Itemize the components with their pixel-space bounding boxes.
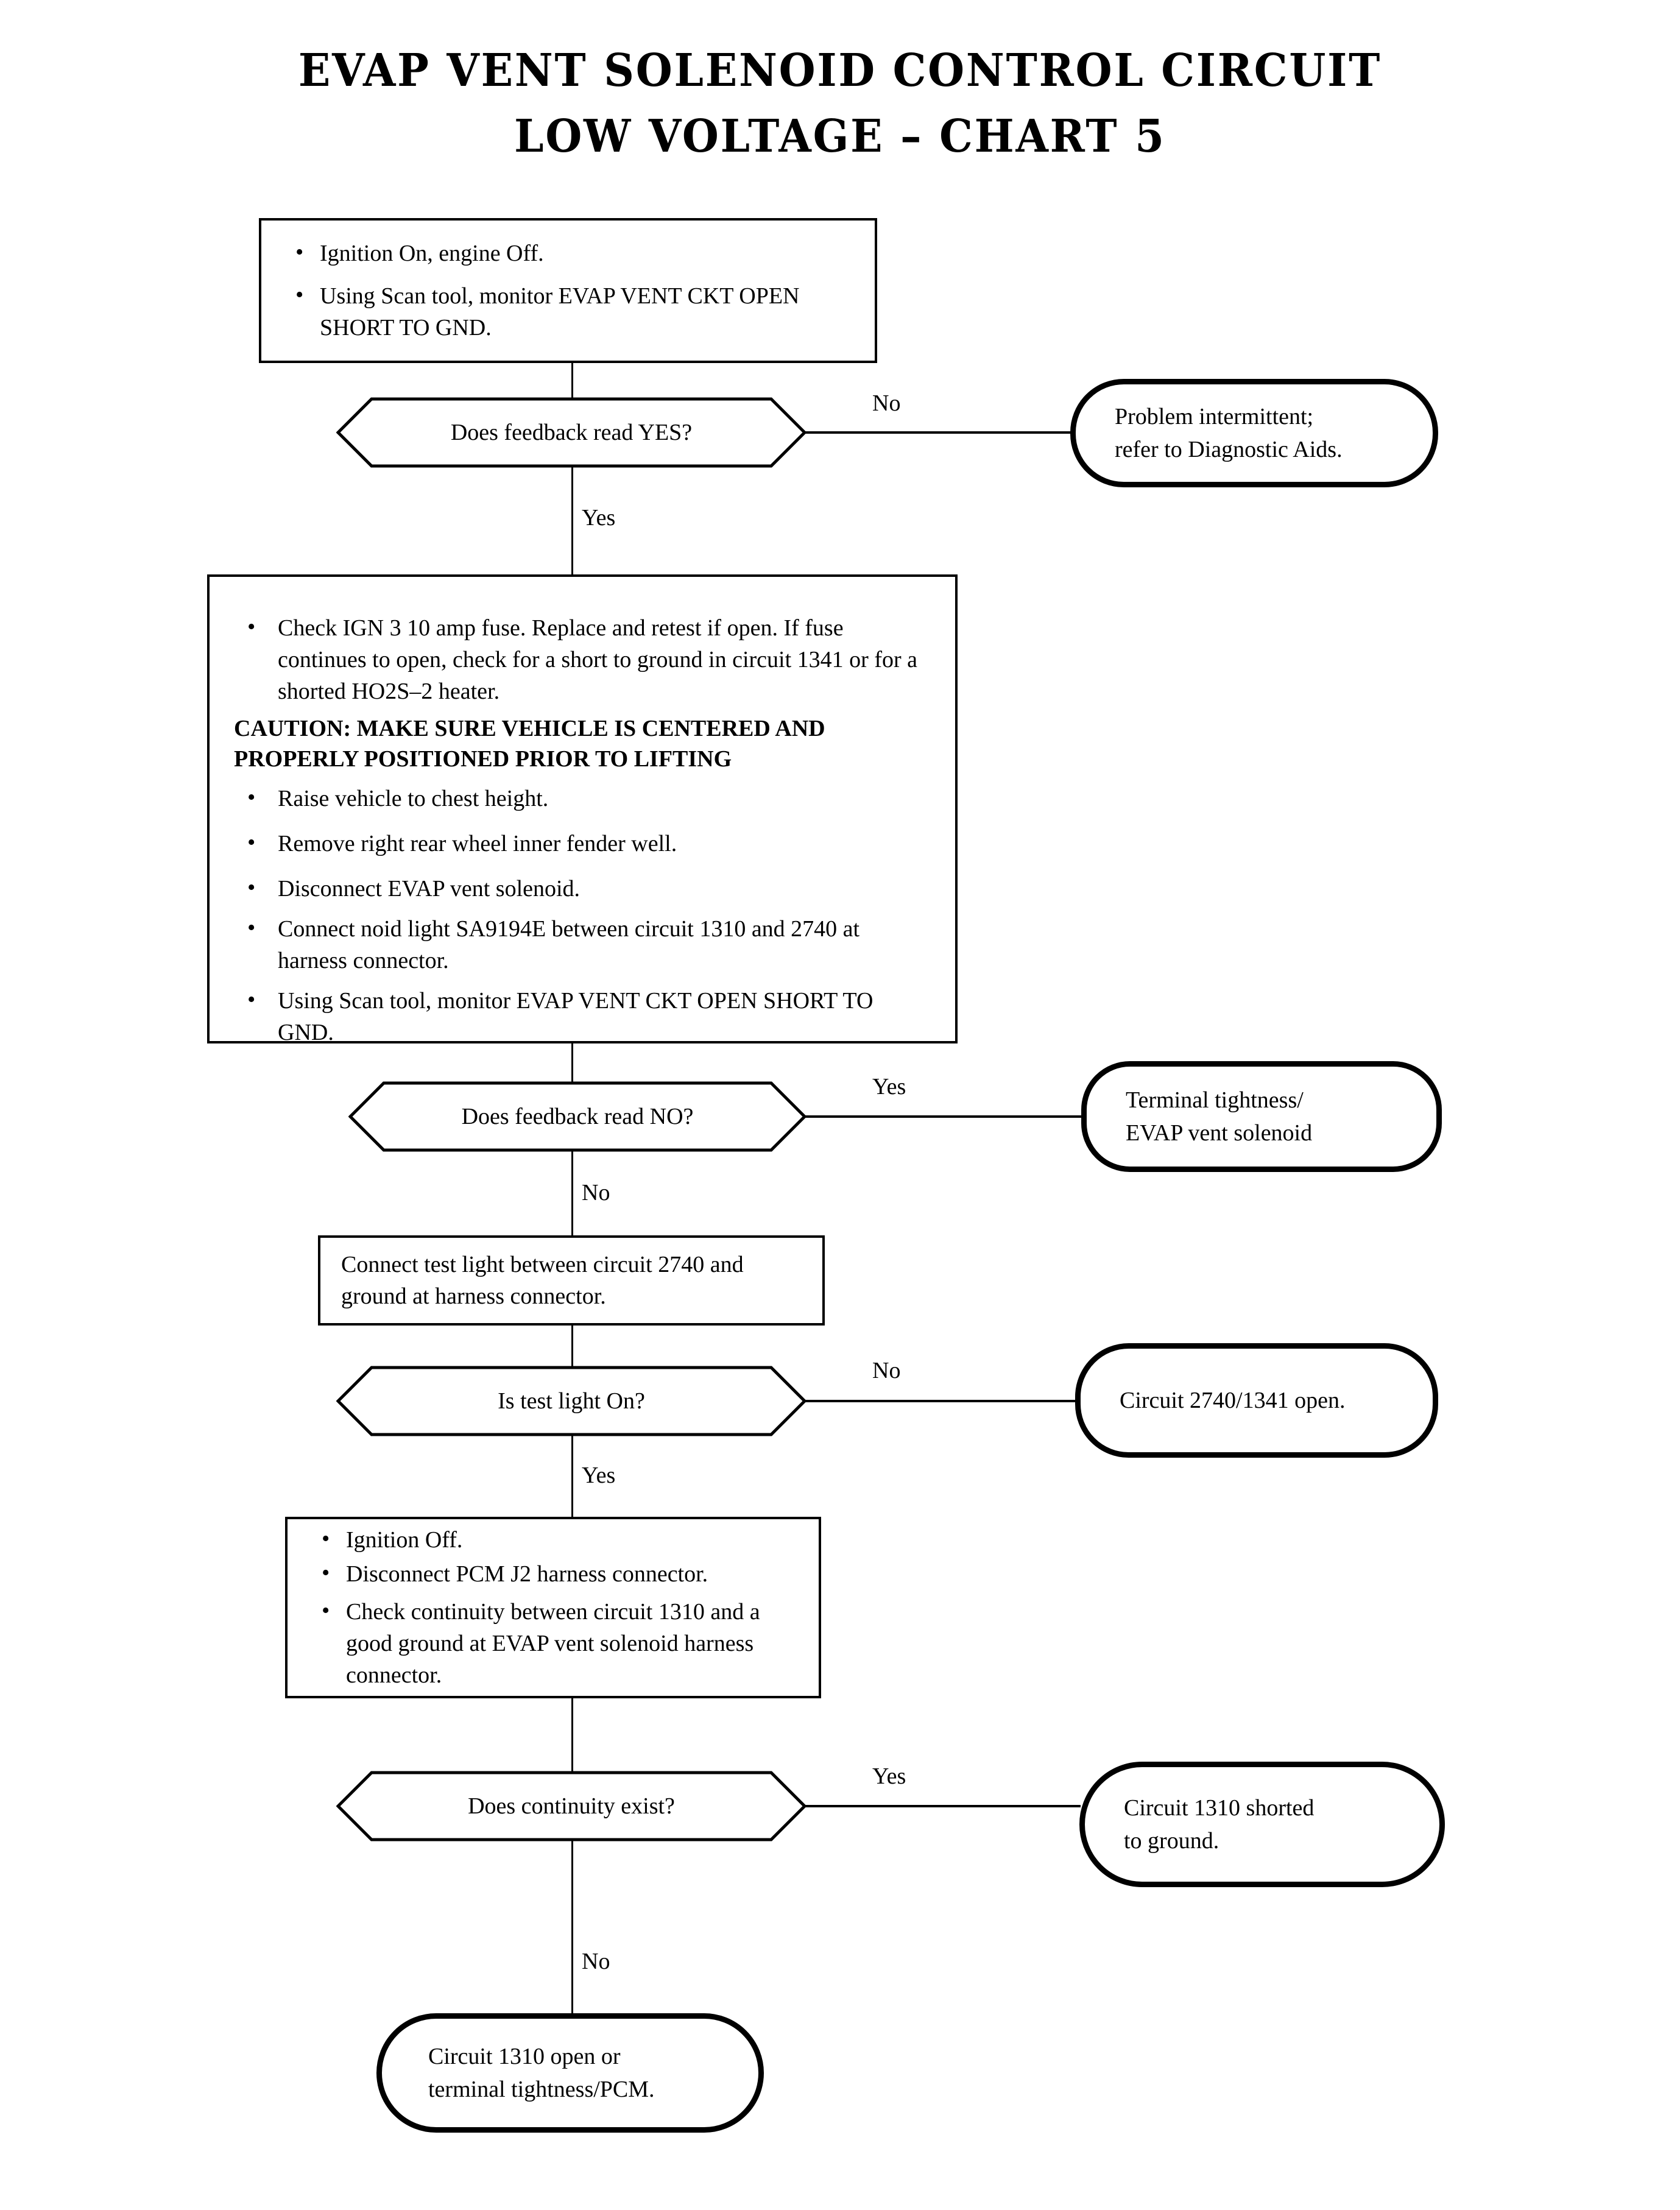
decision-label: Does continuity exist? xyxy=(468,1793,675,1819)
bullet-item: Raise vehicle to chest height. xyxy=(234,782,931,814)
connector-step4-to-decision4 xyxy=(571,1698,573,1805)
decision-is-test-light-on: Is test light On? xyxy=(336,1366,806,1436)
connector-decision4-yes xyxy=(805,1805,1081,1807)
connector-decision3-yes xyxy=(571,1435,573,1517)
connector-decision3-no xyxy=(805,1400,1077,1402)
connector-step1-to-decision1 xyxy=(571,363,573,398)
connector-decision1-no xyxy=(805,431,1072,434)
decision-does-continuity-exist: Does continuity exist? xyxy=(336,1771,806,1841)
bullet-item: Ignition On, engine Off. xyxy=(282,236,854,269)
process-box-step1: Ignition On, engine Off. Using Scan tool… xyxy=(259,218,877,363)
bullet-item: Check continuity between circuit 1310 an… xyxy=(308,1595,798,1691)
decision-does-feedback-read-yes: Does feedback read YES? xyxy=(336,397,806,468)
bullet-item: Remove right rear wheel inner fender wel… xyxy=(234,827,931,860)
connector-decision1-yes xyxy=(571,467,573,575)
connector-decision4-no xyxy=(571,1840,573,2016)
bullet-item: Ignition Off. xyxy=(308,1523,798,1556)
terminator-label: Terminal tightness/ EVAP vent solenoid xyxy=(1126,1087,1313,1146)
terminator-label: Circuit 1310 shorted to ground. xyxy=(1124,1795,1315,1854)
edge-label-yes: Yes xyxy=(582,1463,616,1488)
terminator-label: Circuit 2740/1341 open. xyxy=(1120,1388,1346,1413)
terminator-label: Problem intermittent; refer to Diagnosti… xyxy=(1115,404,1343,462)
process-box-step2: Check IGN 3 10 amp fuse. Replace and ret… xyxy=(207,574,958,1045)
caution-note: CAUTION: MAKE SURE VEHICLE IS CENTERED A… xyxy=(234,716,825,772)
process-box-step4: Ignition Off. Disconnect PCM J2 harness … xyxy=(285,1517,821,1698)
terminator-circuit-1310-open: Circuit 1310 open or terminal tightness/… xyxy=(376,2013,764,2133)
edge-label-no: No xyxy=(582,1180,610,1206)
page-title: EVAP VENT SOLENOID CONTROL CIRCUIT LOW V… xyxy=(298,44,1382,163)
decision-label: Does feedback read YES? xyxy=(450,420,693,445)
decision-does-feedback-read-no: Does feedback read NO? xyxy=(348,1081,806,1152)
edge-label-no: No xyxy=(872,1358,901,1383)
process-box-step3: Connect test light between circuit 2740 … xyxy=(318,1235,825,1326)
connector-decision2-yes xyxy=(805,1115,1083,1118)
edge-label-no: No xyxy=(582,1949,610,1974)
bullet-item: Connect noid light SA9194E between circu… xyxy=(234,912,931,976)
bullet-item: Disconnect PCM J2 harness connector. xyxy=(308,1557,798,1590)
process-text: Connect test light between circuit 2740 … xyxy=(341,1252,744,1309)
edge-label-yes: Yes xyxy=(872,1763,906,1789)
edge-label-yes: Yes xyxy=(582,505,616,531)
decision-label: Is test light On? xyxy=(498,1388,645,1414)
decision-label: Does feedback read NO? xyxy=(461,1104,694,1129)
connector-decision2-no xyxy=(571,1151,573,1236)
bullet-item: Using Scan tool, monitor EVAP VENT CKT O… xyxy=(234,984,931,1048)
terminator-label: Circuit 1310 open or terminal tightness/… xyxy=(428,2044,655,2102)
bullet-item: Using Scan tool, monitor EVAP VENT CKT O… xyxy=(282,279,854,344)
connector-step3-to-decision3 xyxy=(571,1326,573,1384)
terminator-circuit-1310-shorted: Circuit 1310 shorted to ground. xyxy=(1079,1762,1445,1887)
bullet-item: Check IGN 3 10 amp fuse. Replace and ret… xyxy=(234,611,931,707)
connector-step2-to-decision2 xyxy=(571,1043,573,1082)
terminator-circuit-2740-1341-open: Circuit 2740/1341 open. xyxy=(1075,1343,1438,1458)
terminator-problem-intermittent: Problem intermittent; refer to Diagnosti… xyxy=(1070,379,1438,487)
terminator-terminal-tightness: Terminal tightness/ EVAP vent solenoid xyxy=(1081,1061,1442,1172)
edge-label-yes: Yes xyxy=(872,1074,906,1100)
bullet-item: Disconnect EVAP vent solenoid. xyxy=(234,872,931,905)
edge-label-no: No xyxy=(872,390,901,416)
